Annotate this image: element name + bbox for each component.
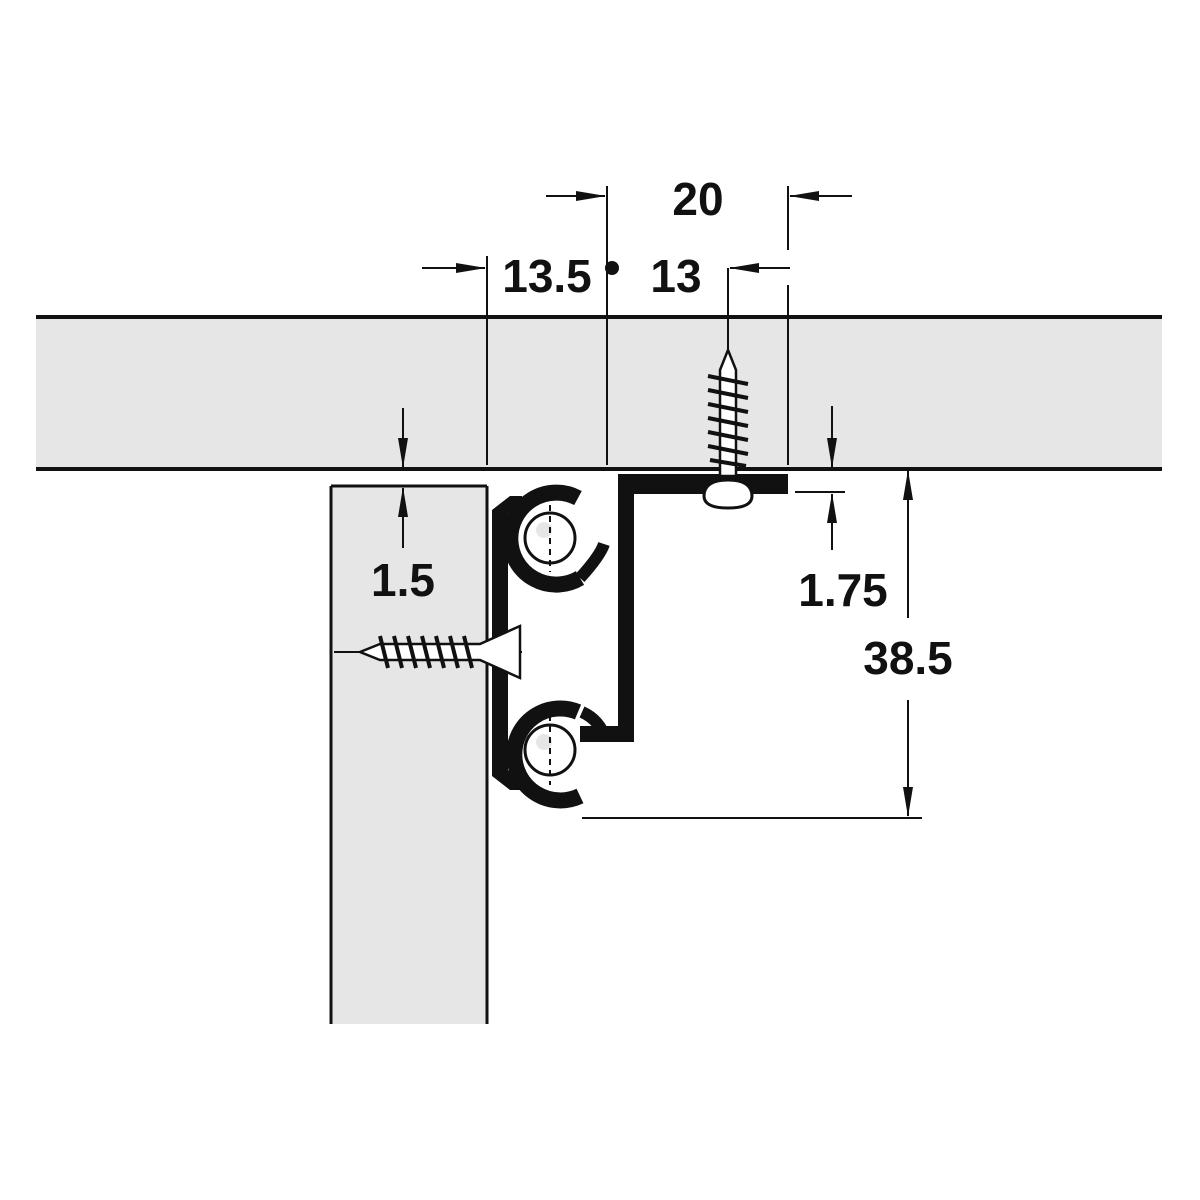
dimension-13-5: 13.5 xyxy=(422,250,619,465)
upper-ball xyxy=(523,505,577,572)
slide-outer-rail xyxy=(580,474,788,742)
lower-ball-race xyxy=(506,700,584,809)
top-panel xyxy=(36,315,1162,471)
dimension-1-5: 1.5 xyxy=(371,408,435,606)
dimension-label-20: 20 xyxy=(672,173,723,225)
reference-dot-icon xyxy=(605,261,619,275)
screw-vertical-icon xyxy=(702,268,754,510)
dimension-label-38-5: 38.5 xyxy=(863,632,953,684)
slide-profile xyxy=(492,474,788,809)
screw-horizontal-icon xyxy=(334,624,522,680)
dimension-20: 20 xyxy=(546,173,852,465)
dimension-label-1-75: 1.75 xyxy=(798,564,888,616)
dimension-label-13: 13 xyxy=(650,250,701,302)
dimension-label-1-5: 1.5 xyxy=(371,554,435,606)
upper-ball-race xyxy=(502,484,585,593)
dimension-label-13-5: 13.5 xyxy=(502,250,592,302)
lower-ball xyxy=(523,715,577,785)
dimension-38-5: 38.5 xyxy=(582,470,953,819)
dimension-1-75: 1.75 xyxy=(795,406,888,616)
dimension-13: 13 xyxy=(650,250,790,302)
side-panel xyxy=(329,484,489,1024)
